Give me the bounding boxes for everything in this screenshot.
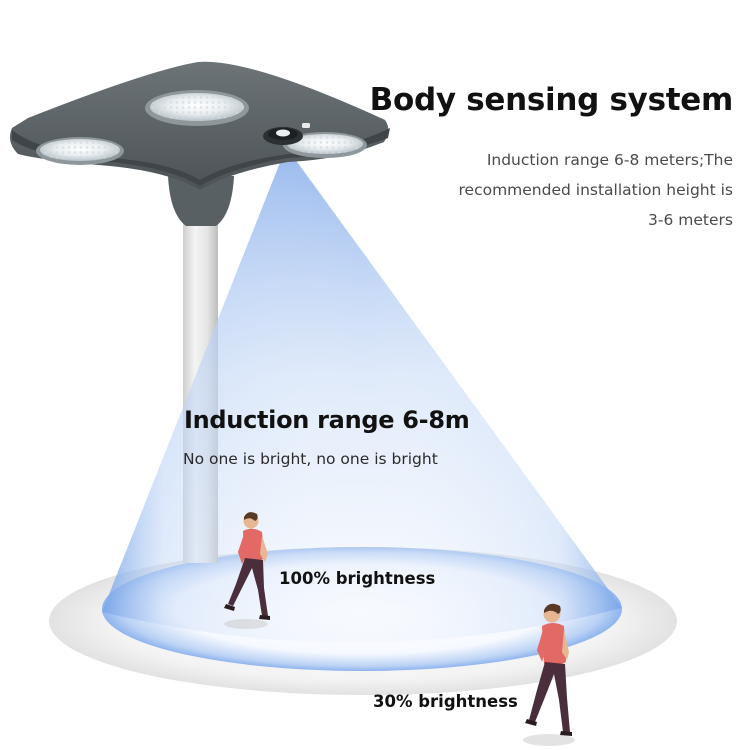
pedestrian-icon (224, 512, 270, 629)
brightness-label-near: 100% brightness (279, 569, 436, 588)
description-line: recommended installation height is (458, 181, 734, 199)
description-line: 3-6 meters (648, 211, 733, 229)
brightness-label-far: 30% brightness (373, 692, 518, 711)
range-heading: Induction range 6-8m (184, 406, 470, 434)
lamp-collar (168, 176, 234, 226)
page-title: Body sensing system (369, 82, 734, 118)
installation-description: Induction range 6-8 meters;The recommend… (403, 145, 734, 235)
description-line: Induction range 6-8 meters;The (486, 151, 733, 169)
motion-sensor-icon (263, 123, 310, 145)
pedestrian-icon (523, 603, 575, 746)
range-note: No one is bright, no one is bright (183, 450, 438, 468)
